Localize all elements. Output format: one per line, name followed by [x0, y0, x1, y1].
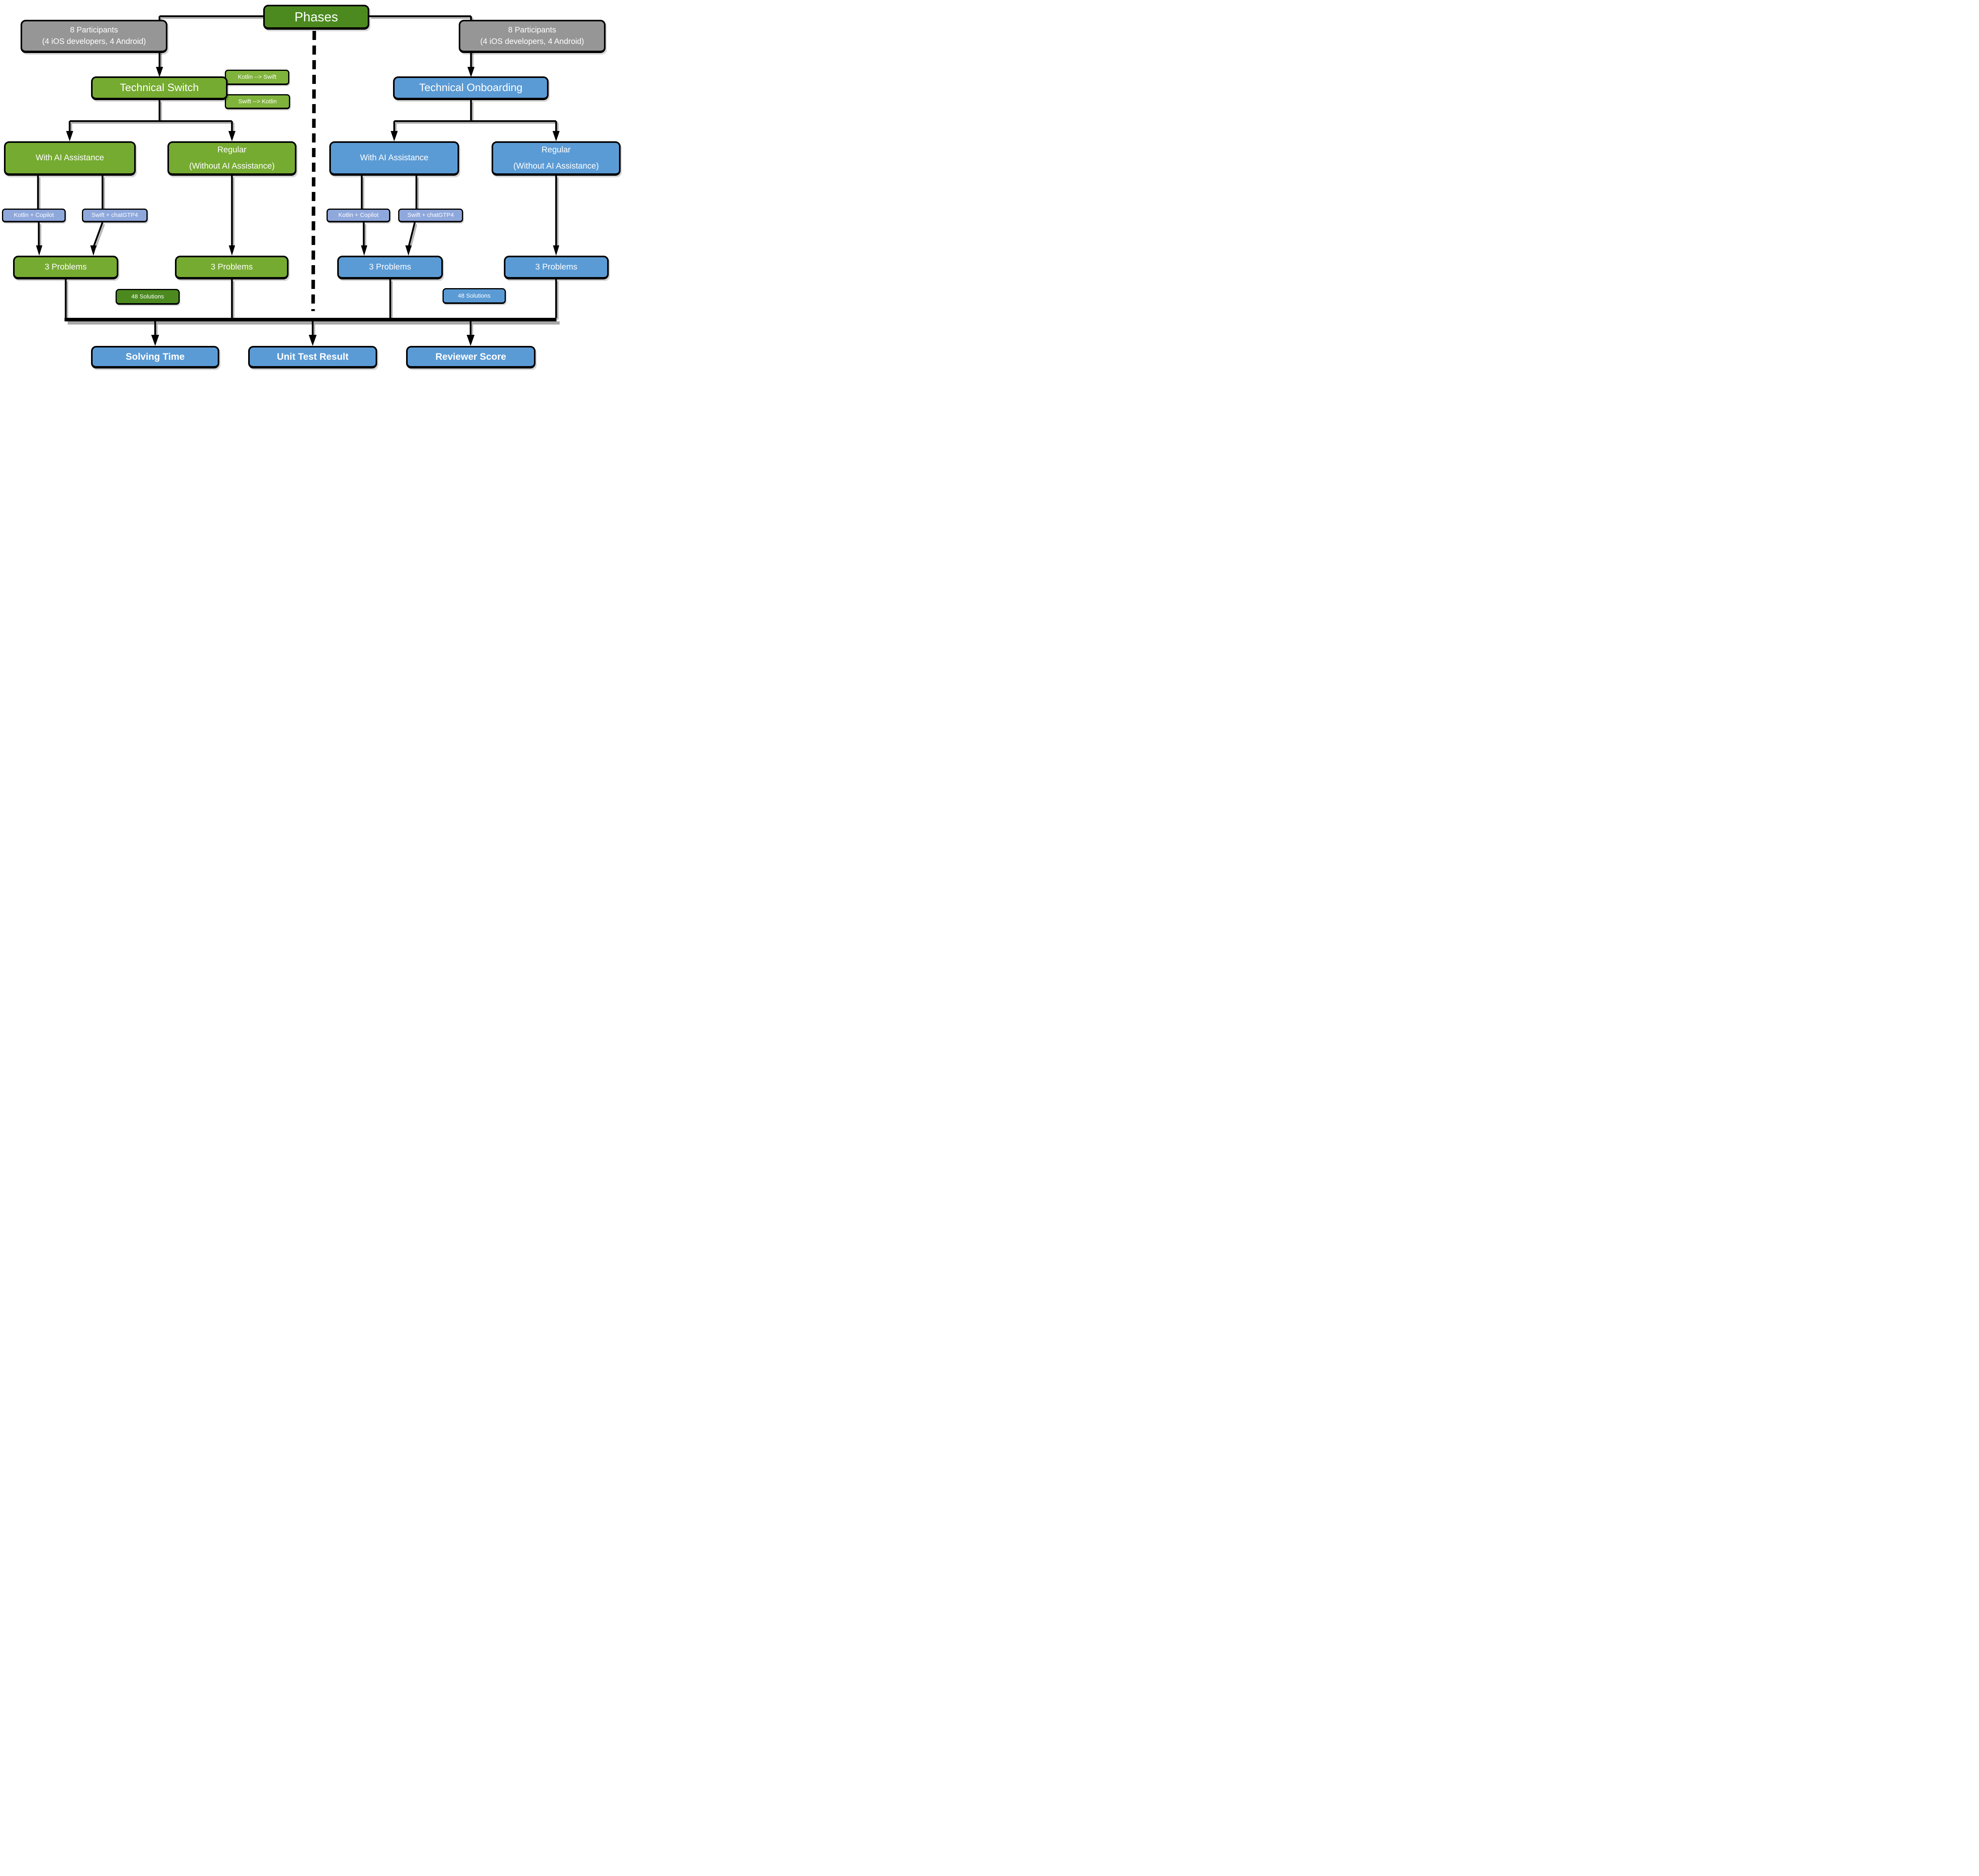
problems-right-ai-label: 3 Problems — [369, 262, 411, 272]
participants-right-line1: 8 Participants — [508, 26, 556, 34]
outcome-unit-test-result-box: Unit Test Result — [248, 346, 377, 368]
participants-left-line2: (4 iOS developers, 4 Android) — [42, 37, 146, 46]
tag-kotlin-to-swift-label: Kotlin --> Swift — [237, 74, 277, 81]
problems-left-ai-box: 3 Problems — [13, 256, 118, 279]
regular-left-line1: Regular — [217, 145, 247, 155]
problems-left-regular-box: 3 Problems — [175, 256, 289, 279]
tool-right-kotlin-copilot: Kotlin + Copilot — [327, 209, 390, 222]
center-divider-dashed-line — [311, 30, 316, 311]
regular-left-line2: (Without AI Assistance) — [189, 161, 275, 171]
problems-left-ai-label: 3 Problems — [44, 262, 87, 272]
solutions-right-label: 48 Solutions — [458, 292, 491, 299]
regular-right-box: Regular (Without AI Assistance) — [492, 141, 621, 176]
tag-swift-to-kotlin-label: Swift --> Kotlin — [238, 98, 277, 105]
problems-right-regular-box: 3 Problems — [504, 256, 609, 279]
with-ai-left-label: With AI Assistance — [36, 153, 104, 163]
connectors-layer — [36, 15, 560, 346]
outcome-solving-time-box: Solving Time — [91, 346, 219, 368]
technical-onboarding-label: Technical Onboarding — [419, 82, 523, 94]
regular-right-line2: (Without AI Assistance) — [513, 161, 599, 171]
connector-shadows — [38, 17, 559, 338]
phases-flow-diagram: Phases 8 Participants (4 iOS developers,… — [0, 0, 626, 375]
outcome-reviewer-score-box: Reviewer Score — [406, 346, 536, 368]
participants-left-box: 8 Participants (4 iOS developers, 4 Andr… — [21, 20, 167, 53]
problems-left-regular-label: 3 Problems — [211, 262, 253, 272]
tool-right-kotlin-copilot-label: Kotlin + Copilot — [338, 212, 379, 219]
collector-bar — [65, 318, 556, 321]
problems-right-regular-label: 3 Problems — [535, 262, 577, 272]
collector-bar-shadow — [68, 321, 560, 325]
outcome-unit-test-result-label: Unit Test Result — [277, 351, 349, 362]
arrowheads — [36, 67, 560, 346]
technical-switch-label: Technical Switch — [120, 82, 199, 94]
tag-swift-to-kotlin: Swift --> Kotlin — [225, 94, 290, 109]
participants-right-line2: (4 iOS developers, 4 Android) — [480, 37, 584, 46]
technical-onboarding-box: Technical Onboarding — [393, 76, 549, 100]
solutions-left-label: 48 Solutions — [131, 293, 164, 300]
tag-kotlin-to-swift: Kotlin --> Swift — [225, 70, 289, 85]
participants-left-line1: 8 Participants — [70, 26, 118, 34]
participants-right-box: 8 Participants (4 iOS developers, 4 Andr… — [459, 20, 606, 53]
solutions-left-box: 48 Solutions — [116, 289, 180, 305]
tool-left-kotlin-copilot: Kotlin + Copilot — [2, 209, 66, 222]
problems-right-ai-box: 3 Problems — [337, 256, 443, 279]
tool-right-swift-chatgtp4-label: Swift + chatGTP4 — [407, 212, 454, 219]
tool-left-swift-chatgtp4-label: Swift + chatGTP4 — [91, 212, 138, 219]
tool-left-swift-chatgtp4: Swift + chatGTP4 — [82, 209, 148, 222]
connector-lines — [37, 15, 557, 336]
tool-left-kotlin-copilot-label: Kotlin + Copilot — [13, 212, 54, 219]
phases-label: Phases — [294, 9, 338, 24]
phases-box: Phases — [263, 5, 369, 30]
regular-right-line1: Regular — [541, 145, 571, 155]
with-ai-right-label: With AI Assistance — [360, 153, 429, 163]
technical-switch-box: Technical Switch — [91, 76, 228, 100]
solutions-right-box: 48 Solutions — [443, 288, 506, 304]
tool-right-swift-chatgtp4: Swift + chatGTP4 — [398, 209, 463, 222]
with-ai-left-box: With AI Assistance — [4, 141, 136, 176]
outcome-solving-time-label: Solving Time — [125, 351, 185, 362]
regular-left-box: Regular (Without AI Assistance) — [167, 141, 296, 176]
with-ai-right-box: With AI Assistance — [329, 141, 459, 176]
outcome-reviewer-score-label: Reviewer Score — [435, 351, 506, 362]
